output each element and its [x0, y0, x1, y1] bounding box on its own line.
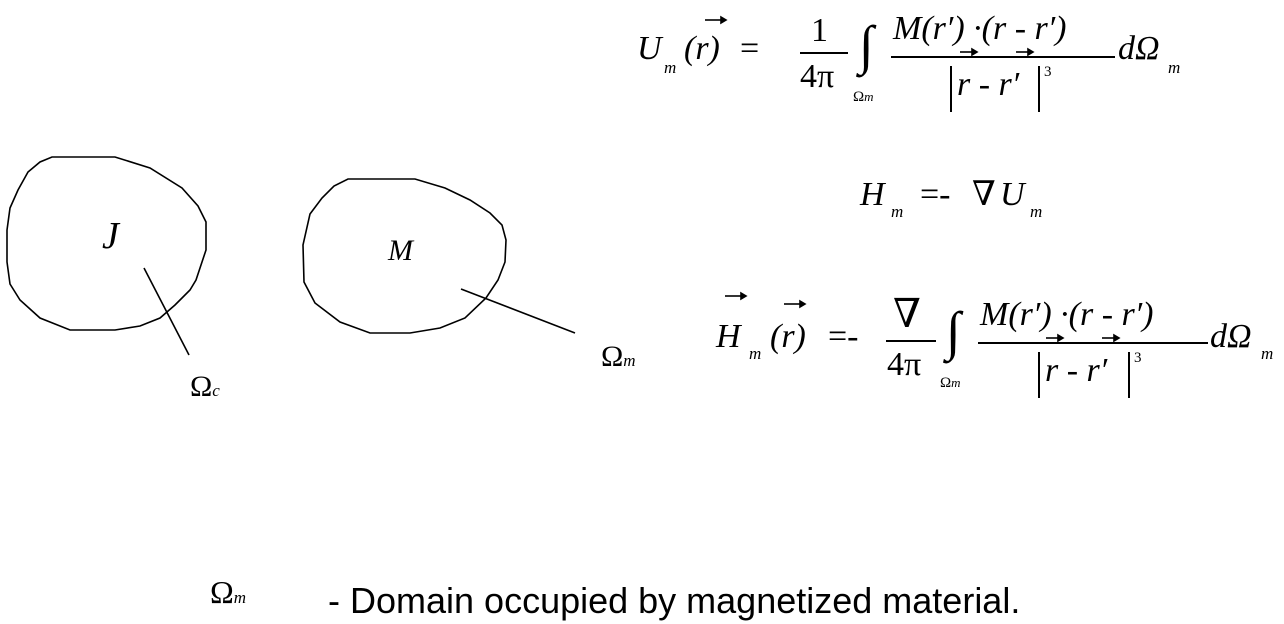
vector-arrows — [705, 15, 1121, 343]
coil-leader-line — [143, 267, 190, 356]
magnet-domain-label: Ωm — [601, 340, 636, 373]
magnet-leader-line — [460, 288, 576, 334]
caption-symbol: Ωm — [210, 574, 247, 610]
caption-text: - Domain occupied by magnetized material… — [328, 580, 1021, 621]
magnet-domain-outline — [302, 178, 507, 334]
magnetization-label: M — [388, 234, 413, 267]
coil-current-label: J — [102, 215, 119, 257]
integral-domain-1: Ωm — [853, 89, 874, 105]
coil-domain-outline — [6, 156, 207, 331]
integral-domain-3: Ωm — [940, 375, 961, 391]
coil-domain-label: Ωc — [190, 370, 220, 403]
